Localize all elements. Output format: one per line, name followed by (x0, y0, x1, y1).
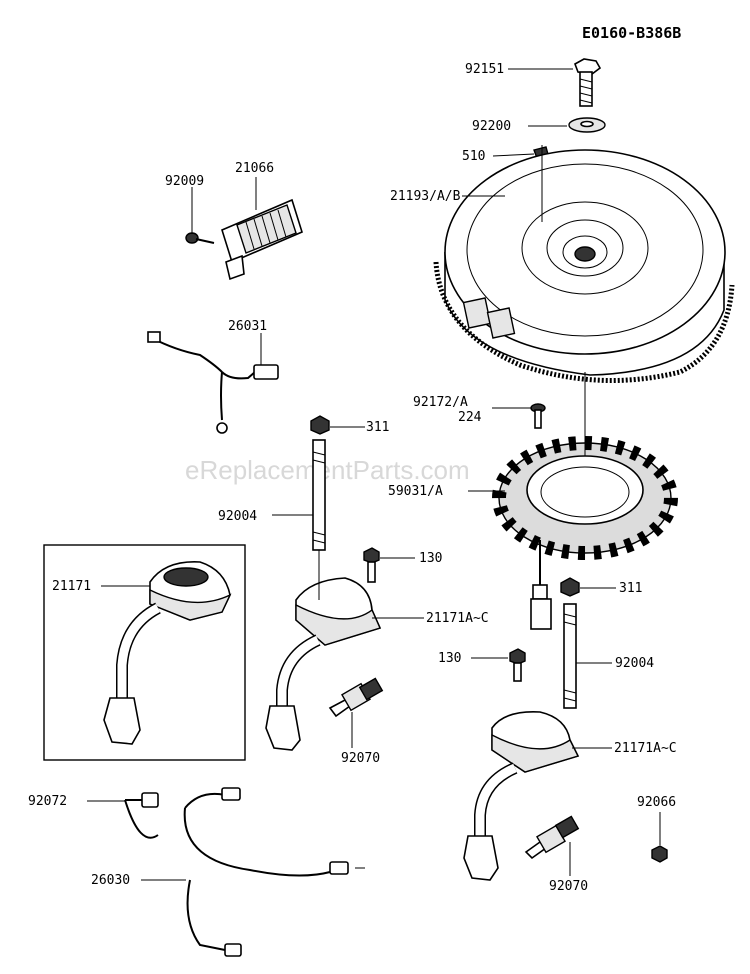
label-21171a-left: 21171A~C (426, 611, 489, 626)
ignition-coil-21171[interactable] (103, 561, 232, 745)
label-311-left: 311 (366, 420, 389, 435)
label-224: 224 (458, 410, 482, 425)
nut-92066[interactable] (651, 845, 668, 863)
watermark: eReplacementParts.com (185, 455, 470, 485)
screw-92172[interactable] (530, 403, 546, 429)
label-92151: 92151 (465, 62, 504, 77)
spark-plug-92070-left[interactable] (328, 677, 384, 718)
spark-plug-92070-right[interactable] (524, 815, 580, 860)
label-26030: 26030 (91, 873, 130, 888)
label-21171a-right: 21171A~C (614, 741, 677, 756)
stud-92004-right[interactable] (563, 603, 577, 709)
bolt-130-right[interactable] (509, 648, 526, 682)
label-130-left: 130 (419, 551, 442, 566)
regulator-21066[interactable] (221, 198, 303, 281)
label-92004-left: 92004 (218, 509, 257, 524)
label-130-right: 130 (438, 651, 461, 666)
ignition-coil-left[interactable] (265, 577, 382, 751)
label-92070-right: 92070 (549, 879, 588, 894)
label-311-right: 311 (619, 581, 642, 596)
nut-311-right[interactable] (560, 577, 580, 597)
bolt-92151[interactable] (574, 58, 602, 107)
label-26031: 26031 (228, 319, 267, 334)
flywheel-21193[interactable] (433, 145, 735, 383)
label-21171: 21171 (52, 579, 91, 594)
bolt-130-left[interactable] (363, 547, 380, 583)
bolt-92009[interactable] (185, 232, 215, 244)
label-92009: 92009 (165, 174, 204, 189)
washer-92200[interactable] (568, 117, 606, 133)
stud-92004-left[interactable] (312, 439, 326, 600)
diagram-code: E0160-B386B (582, 24, 681, 42)
label-21066: 21066 (235, 161, 274, 176)
ignition-coil-right[interactable] (463, 711, 580, 881)
lead-92072[interactable] (124, 792, 159, 839)
inset-box (43, 544, 246, 761)
harness-26030[interactable] (183, 787, 365, 957)
harness-26031[interactable] (147, 331, 279, 434)
label-92066: 92066 (637, 795, 676, 810)
label-92004-right: 92004 (615, 656, 654, 671)
label-92172: 92172/A (413, 395, 468, 410)
label-92072: 92072 (28, 794, 67, 809)
label-59031: 59031/A (388, 484, 443, 499)
label-92200: 92200 (472, 119, 511, 134)
label-21193: 21193/A/B (390, 189, 461, 204)
label-510: 510 (462, 149, 485, 164)
nut-311-left[interactable] (310, 415, 330, 435)
stator-59031[interactable] (492, 372, 678, 630)
label-92070-left: 92070 (341, 751, 380, 766)
